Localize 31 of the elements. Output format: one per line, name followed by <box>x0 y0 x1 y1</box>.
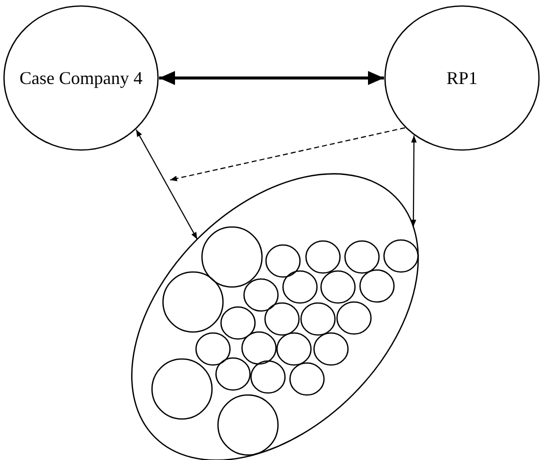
circle-shape <box>282 270 318 304</box>
circle-shape <box>250 360 286 394</box>
circle-shape <box>305 240 341 274</box>
circle-shape <box>383 239 419 273</box>
circle-shape <box>336 301 372 335</box>
circle-shape <box>220 306 256 340</box>
circle-shape <box>264 302 300 336</box>
circle-shape <box>201 226 263 288</box>
circle-shape <box>243 278 279 312</box>
node-label: Case Company 4 <box>18 67 144 89</box>
double-arrow <box>410 136 417 227</box>
circle-shape <box>313 332 349 366</box>
circle-shape <box>162 271 224 333</box>
circle-shape <box>359 269 395 303</box>
circle-shape <box>344 240 380 274</box>
circle-shape <box>217 394 279 456</box>
circle-shape <box>215 357 251 391</box>
node-label: RP1 <box>445 67 479 89</box>
circle-shape <box>195 332 231 366</box>
circle-shape <box>265 244 301 278</box>
double-arrow <box>159 71 384 85</box>
circle-shape <box>276 332 312 366</box>
double-arrow <box>136 129 198 240</box>
circle-shape <box>151 358 213 420</box>
circle-shape <box>289 362 325 396</box>
circle-shape <box>241 331 277 365</box>
arrow <box>170 127 406 182</box>
circle-node <box>384 5 540 151</box>
circle-node <box>3 5 159 151</box>
circle-shape <box>300 302 336 336</box>
circle-shape <box>320 270 356 304</box>
